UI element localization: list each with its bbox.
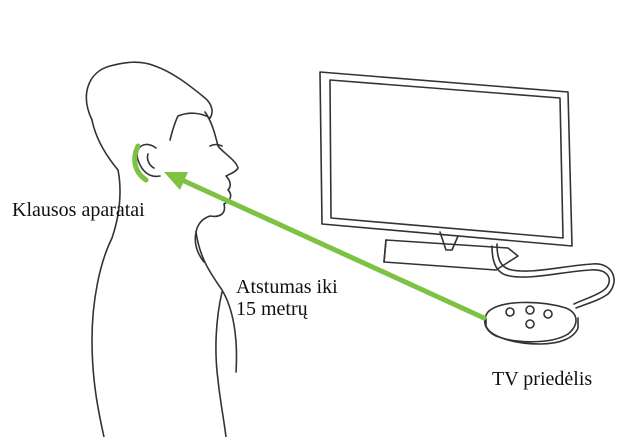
tv-monitor-icon [319, 71, 615, 309]
distance-label-line2: 15 metrų [236, 298, 308, 320]
hearing-aid-icon [132, 143, 149, 183]
tv-adapter-label: TV priedėlis [492, 368, 593, 390]
signal-arrow-icon [164, 172, 487, 321]
person-profile-icon [85, 61, 239, 437]
distance-label: Atstumas iki 15 metrų [236, 276, 338, 320]
tv-adapter-box-icon [483, 301, 579, 345]
distance-label-line1: Atstumas iki [236, 276, 338, 298]
hearing-aids-label: Klausos aparatai [12, 199, 145, 221]
